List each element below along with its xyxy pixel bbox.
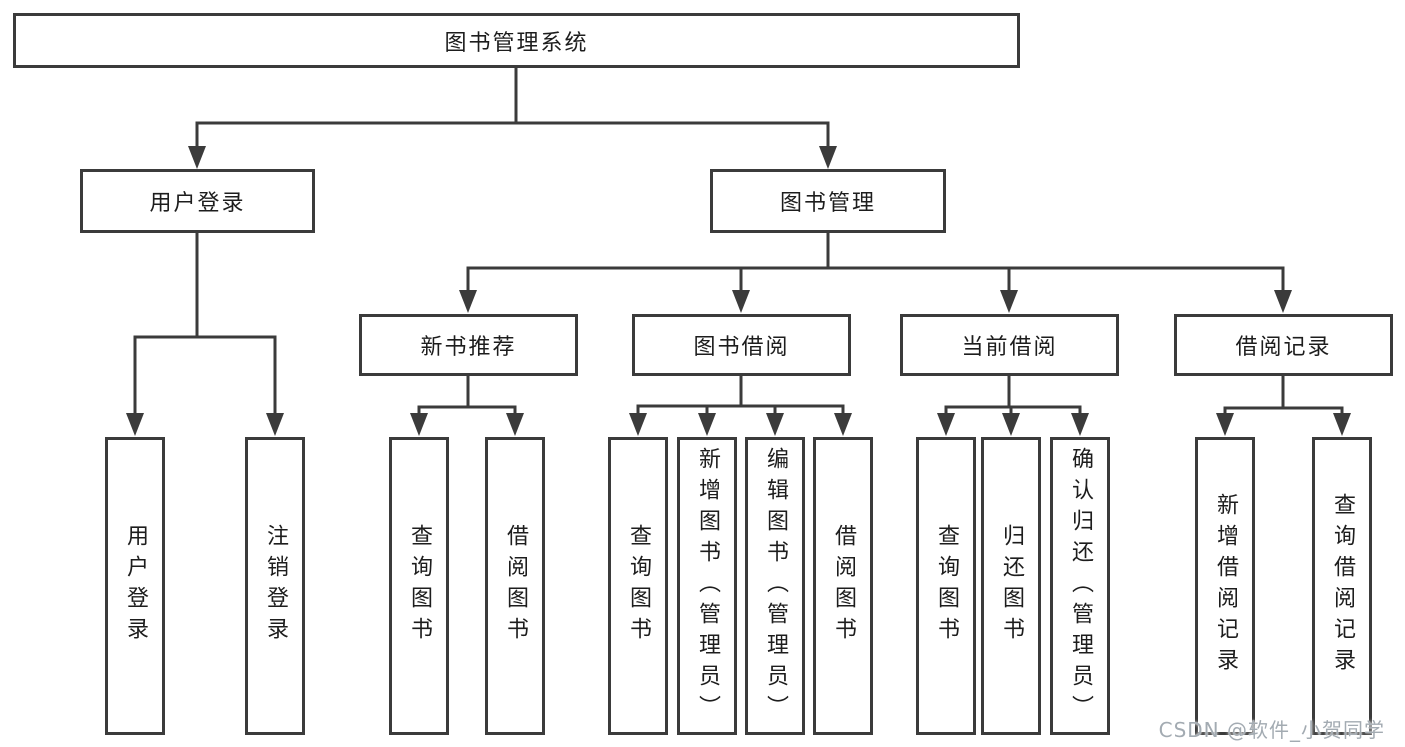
- leaf-label: 用户登录: [123, 524, 148, 648]
- leaf-label: 借阅图书: [503, 524, 528, 648]
- node-label: 图书管理系统: [444, 30, 589, 56]
- leaf-bb-edit-books-admin: 编辑图书（管理员）: [745, 437, 805, 735]
- connector-newbook-to-leaves: [410, 376, 524, 436]
- node-label: 用户登录: [149, 191, 246, 216]
- node-label: 当前借阅: [961, 335, 1058, 360]
- leaf-nbr-query-books: 查询图书: [389, 437, 449, 735]
- node-book-management-branch: 图书管理: [710, 169, 946, 233]
- node-book-management-system: 图书管理系统: [13, 13, 1020, 68]
- node-user-login-branch: 用户登录: [80, 169, 315, 233]
- connector-currentborrow-to-leaves: [937, 376, 1089, 436]
- csdn-watermark: CSDN @软件_小贺同学: [1158, 718, 1385, 742]
- leaf-label: 查询图书: [626, 524, 651, 648]
- node-label: 图书管理: [779, 191, 876, 216]
- leaf-bb-query-books: 查询图书: [608, 437, 668, 735]
- connector-bookborrow-to-leaves: [629, 376, 852, 436]
- leaf-cb-confirm-return-admin: 确认归还（管理员）: [1050, 437, 1110, 735]
- node-current-borrowing: 当前借阅: [900, 314, 1119, 376]
- leaf-label: 确认归还（管理员）: [1068, 446, 1093, 726]
- leaf-bb-borrow-books: 借阅图书: [813, 437, 873, 735]
- leaf-user-login: 用户登录: [105, 437, 165, 735]
- leaf-label: 查询图书: [934, 524, 959, 648]
- connector-userlogin-to-leaves: [126, 233, 284, 436]
- leaf-logout: 注销登录: [245, 437, 305, 735]
- leaf-label: 新增图书（管理员）: [695, 446, 720, 726]
- node-label: 新书推荐: [420, 335, 517, 360]
- leaf-label: 新增借阅记录: [1213, 493, 1238, 679]
- node-label: 借阅记录: [1235, 335, 1332, 360]
- leaf-br-query-record: 查询借阅记录: [1312, 437, 1372, 735]
- connector-records-to-leaves: [1216, 376, 1351, 436]
- leaf-label: 编辑图书（管理员）: [763, 446, 788, 726]
- leaf-bb-add-books-admin: 新增图书（管理员）: [677, 437, 737, 735]
- node-book-borrowing: 图书借阅: [632, 314, 851, 376]
- leaf-br-add-record: 新增借阅记录: [1195, 437, 1255, 735]
- leaf-cb-return-books: 归还图书: [981, 437, 1041, 735]
- node-new-book-recommend: 新书推荐: [359, 314, 578, 376]
- leaf-cb-query-books: 查询图书: [916, 437, 976, 735]
- leaf-label: 查询图书: [407, 524, 432, 648]
- leaf-label: 注销登录: [263, 524, 288, 648]
- leaf-nbr-borrow-books: 借阅图书: [485, 437, 545, 735]
- leaf-label: 归还图书: [999, 524, 1024, 648]
- leaf-label: 查询借阅记录: [1330, 493, 1355, 679]
- node-label: 图书借阅: [693, 335, 790, 360]
- connector-bookmgmt-to-level3: [459, 233, 1292, 313]
- leaf-label: 借阅图书: [831, 524, 856, 648]
- node-borrowing-records: 借阅记录: [1174, 314, 1393, 376]
- connector-root-to-level2: [188, 68, 837, 169]
